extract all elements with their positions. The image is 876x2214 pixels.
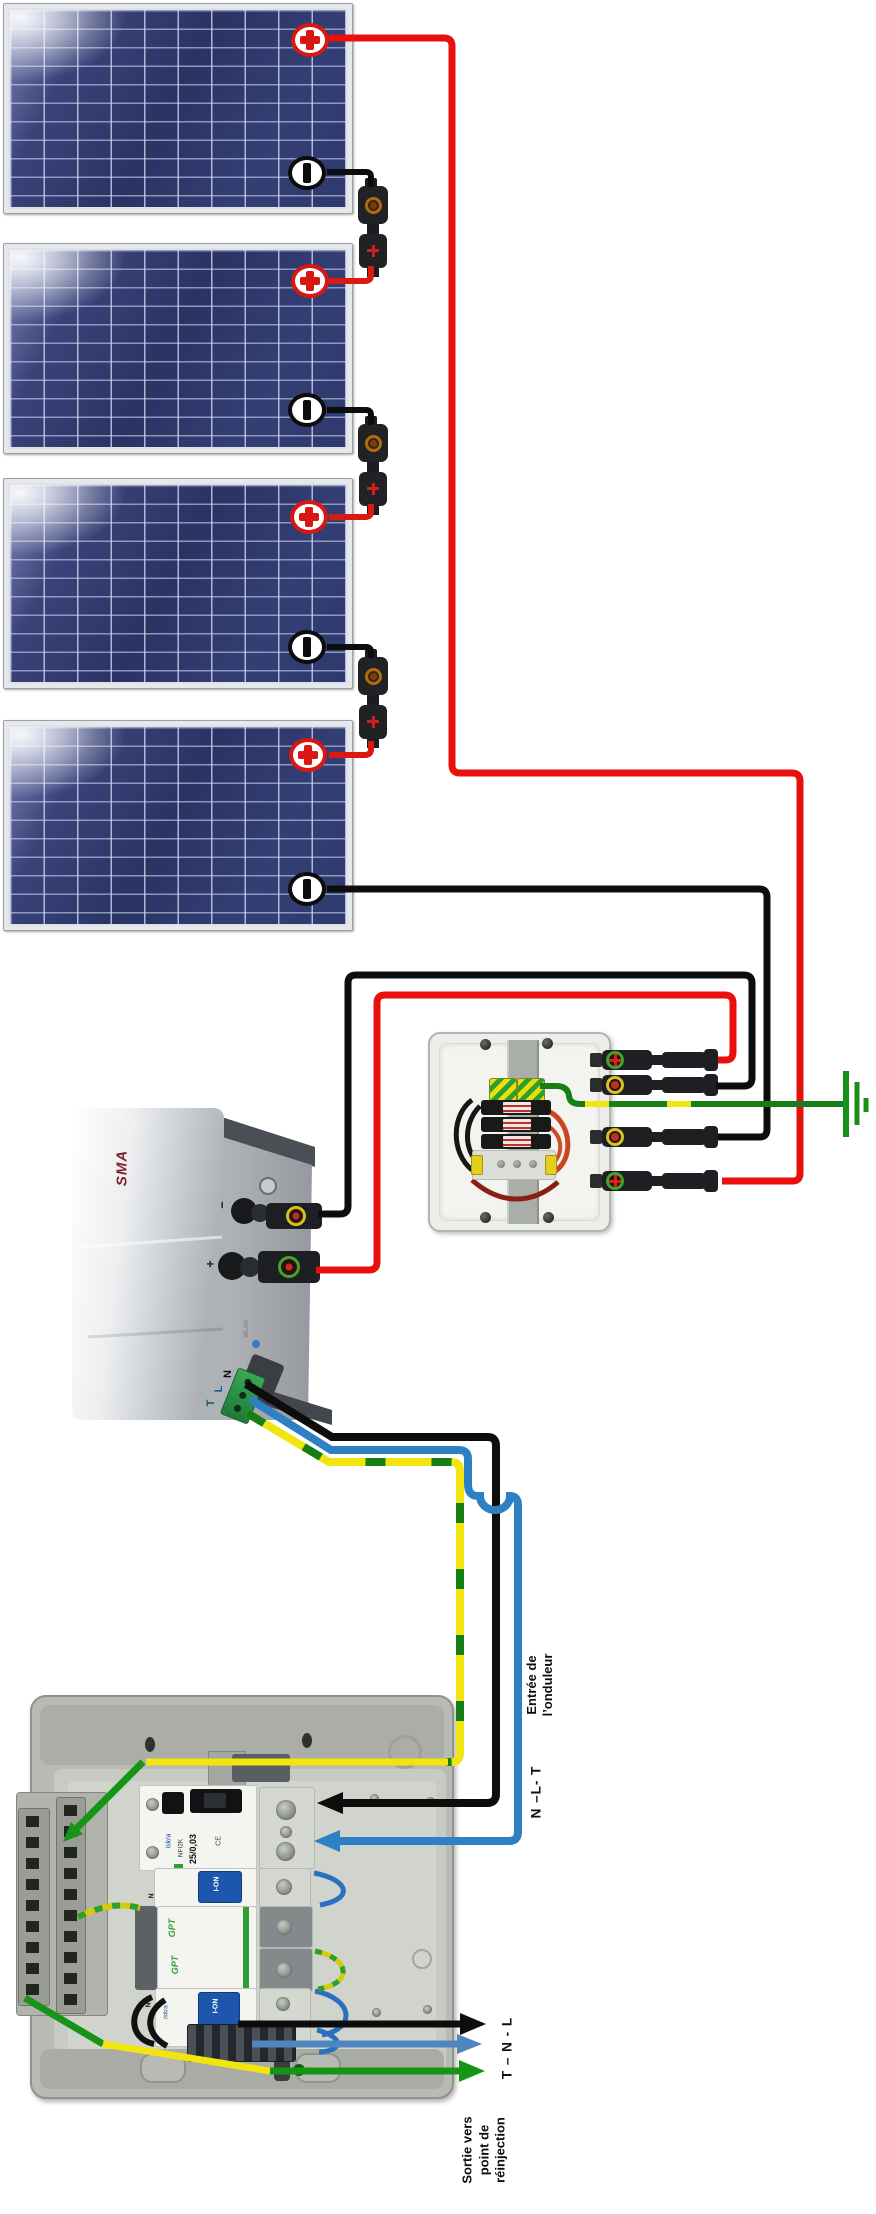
mc4-connector-pair [352,178,392,282]
mcb-rocker-label: I-ON [213,1876,221,1892]
mcb-rocker-label: I-ON [212,1998,220,2014]
rcd-toggle [190,1789,242,1813]
ground-screw-icon [259,1177,277,1195]
output-earth-arrowhead-icon [459,2060,485,2082]
cable-gland [590,1053,602,1067]
ground-terminal-block [489,1078,517,1102]
gpt-label: GPT [170,1955,180,1975]
label-line: réinjection [492,2117,508,2183]
label-inverter-input: Entrée de l’onduleur [524,1630,556,1740]
earth-ground-icon [843,1071,869,1137]
fuse-holder [481,1117,551,1132]
mc4-connector-pair [352,416,392,520]
mounting-hole-icon [145,1737,155,1752]
rcd-terminal-block [259,1787,315,1869]
junction-mc4-pair-1 [590,1049,720,1071]
mc4-negative-ring-icon [286,1206,306,1226]
ac-terminal-n-label: N [222,1370,234,1378]
rcd-ce-label: CE [215,1836,223,1846]
dc-plus-label: + [202,1260,218,1268]
comb-busbar [187,2024,296,2062]
wlan-led-icon [252,1340,260,1348]
gpt-label: GPT [167,1918,177,1938]
rcd-brand-label: iskra [165,1833,173,1849]
fuse-holder [481,1100,551,1115]
cable-exit-slot [274,2059,290,2081]
string-positive-wire [329,34,804,1185]
ac-terminal-t-label: T [205,1399,217,1407]
minus-terminal-icon [288,393,326,427]
minus-terminal-icon [288,872,326,906]
label-inverter-input-wires: N –L- T [528,1765,544,1819]
cable-gland [590,1130,602,1144]
surge-protector-gpt [157,1906,257,1992]
label-output-wires: T – N - L [499,2016,515,2080]
ground-terminal-block [517,1078,545,1102]
minus-terminal-icon [288,630,326,664]
fuse-holder [481,1134,551,1149]
sma-logo: SMA [113,1149,131,1187]
wlan-label: WLAN [244,1320,250,1338]
screw-icon [543,1212,554,1223]
dc-minus-gland [231,1198,257,1224]
mc4-connector-pair [352,649,392,753]
surge-clamp [135,1906,157,1990]
neutral-mark-label: N [148,1893,156,1899]
screw-icon [480,1039,491,1050]
mc4-pin [367,224,379,234]
rcd-rating-label: 25/0,03 [188,1833,198,1865]
mcb-rocker [198,1992,240,2027]
plus-terminal-icon [289,738,327,772]
output-neutral-arrowhead-icon [460,2013,486,2035]
label-output-destination: Sortie vers point de réinjection [459,2094,509,2206]
rcd-breaker [139,1785,257,1871]
mcb-top-terminal [259,1868,311,1908]
din-rail [507,1040,539,1224]
neutral-bar-left [56,1797,86,2014]
surge-terminal-1 [259,1906,313,1948]
dc-minus-label: − [214,1201,230,1209]
dc-junction-box [428,1032,611,1232]
rcd-model-label: NFI2K [177,1838,185,1858]
label-line: l’onduleur [540,1653,555,1717]
terminal-block-row [471,1150,557,1180]
cable-gland [590,1174,602,1188]
minus-terminal-icon [288,156,326,190]
junction-mc4-pair-3 [590,1126,720,1148]
earth-bar-left [18,1808,50,2006]
plus-terminal-icon [290,500,328,534]
inverter-top-face [200,1110,315,1167]
mc4-positive-ring-icon [278,1256,300,1278]
ac-terminal-l-label: L [213,1385,225,1393]
rail-clamp [232,1754,290,1782]
cable-gland [590,1078,602,1092]
neutral-mark-label: N [145,2002,153,2008]
label-line: point de [475,2124,491,2176]
mcb-rocker [198,1871,242,1903]
output-line-arrowhead-icon [457,2034,482,2054]
inverter-dc-minus-connector [266,1203,322,1229]
label-line: Sortie vers [459,2116,475,2184]
inverter-front-cover [72,1108,224,1420]
label-line: Entrée de [524,1655,539,1715]
inverter-dc-plus-connector [258,1251,320,1283]
mcb-brand-label: iskra [162,2005,170,2019]
plus-terminal-icon [291,23,329,57]
surge-terminal-2 [259,1948,313,1992]
junction-mc4-pair-4 [590,1170,720,1192]
screw-icon [480,1212,491,1223]
screw-icon [542,1038,553,1049]
rcd-test-button [162,1792,184,1814]
ac-distribution-box [16,1695,454,2099]
mounting-hole-icon [302,1733,312,1748]
junction-mc4-pair-2 [590,1074,720,1096]
plus-terminal-icon [291,264,329,298]
dc-plus-gland [218,1252,246,1280]
